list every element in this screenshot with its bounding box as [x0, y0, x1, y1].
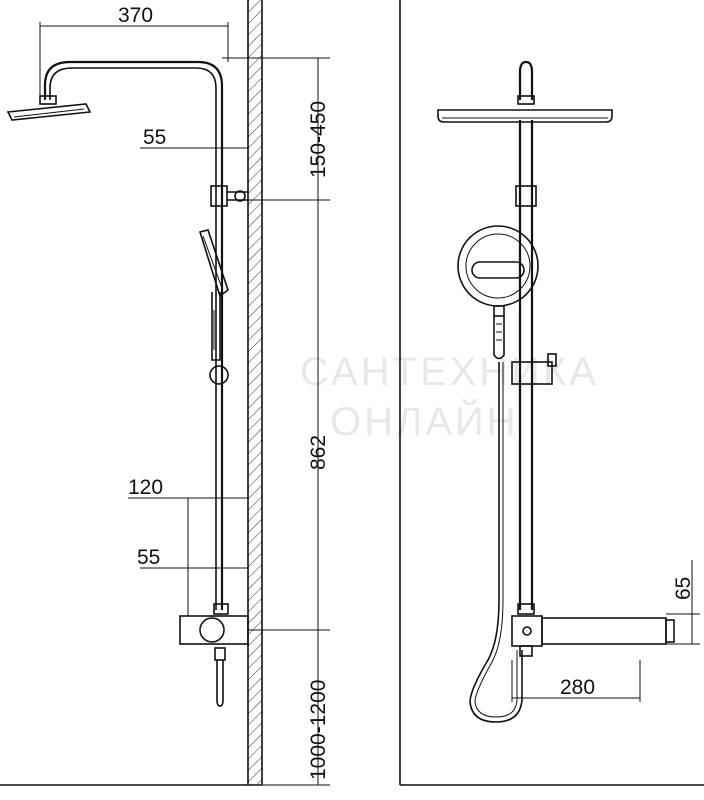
thermostatic-mixer-side: [179, 603, 249, 707]
label-mixer-body-height: 65: [672, 577, 695, 600]
dim-bracket-offset-top: 55: [140, 126, 248, 160]
hand-shower-side: [198, 229, 229, 385]
front-top-bracket: [515, 185, 537, 207]
dim-head-height: 150-450: [222, 57, 330, 201]
dim-bracket-offset-bottom: 55: [137, 546, 248, 569]
rain-shower-head-front: [437, 95, 613, 123]
hand-shower-front: [457, 225, 539, 360]
label-column-height: 862: [307, 435, 330, 470]
dim-mixer-height: 1000-1200: [262, 630, 330, 786]
thermostatic-mixer-front: [511, 603, 675, 657]
wall: [247, 0, 263, 785]
front-shower-column: [518, 60, 534, 610]
watermark-line-2: ОНЛАЙН: [330, 398, 519, 444]
label-bracket-offset-bottom: 55: [137, 546, 160, 569]
shower-column: [43, 60, 224, 610]
shower-hose: [469, 362, 523, 723]
label-mixer-height: 1000-1200: [307, 680, 330, 780]
dim-column-height: 862: [248, 200, 330, 631]
watermark: САНТЕХНИКА ОНЛАЙН: [300, 350, 599, 444]
top-wall-bracket: [210, 185, 248, 207]
watermark-line-1: САНТЕХНИКА: [300, 350, 599, 394]
dim-mixer-body-width: 280: [511, 660, 641, 702]
dim-mixer-body-height: 65: [666, 560, 700, 645]
label-mixer-depth: 120: [128, 476, 163, 499]
dim-mixer-depth: 120: [128, 476, 248, 616]
label-arm-reach: 370: [118, 4, 153, 27]
label-head-height: 150-450: [307, 101, 330, 178]
rain-shower-head-side: [6, 95, 92, 121]
label-bracket-offset-top: 55: [143, 126, 166, 149]
slider-holder: [511, 353, 557, 385]
dim-arm-reach: 370: [39, 4, 229, 100]
side-view: 370 150-450 55 862 120: [0, 0, 330, 786]
front-view: 65 280: [399, 0, 704, 786]
label-mixer-body-width: 280: [560, 676, 595, 699]
